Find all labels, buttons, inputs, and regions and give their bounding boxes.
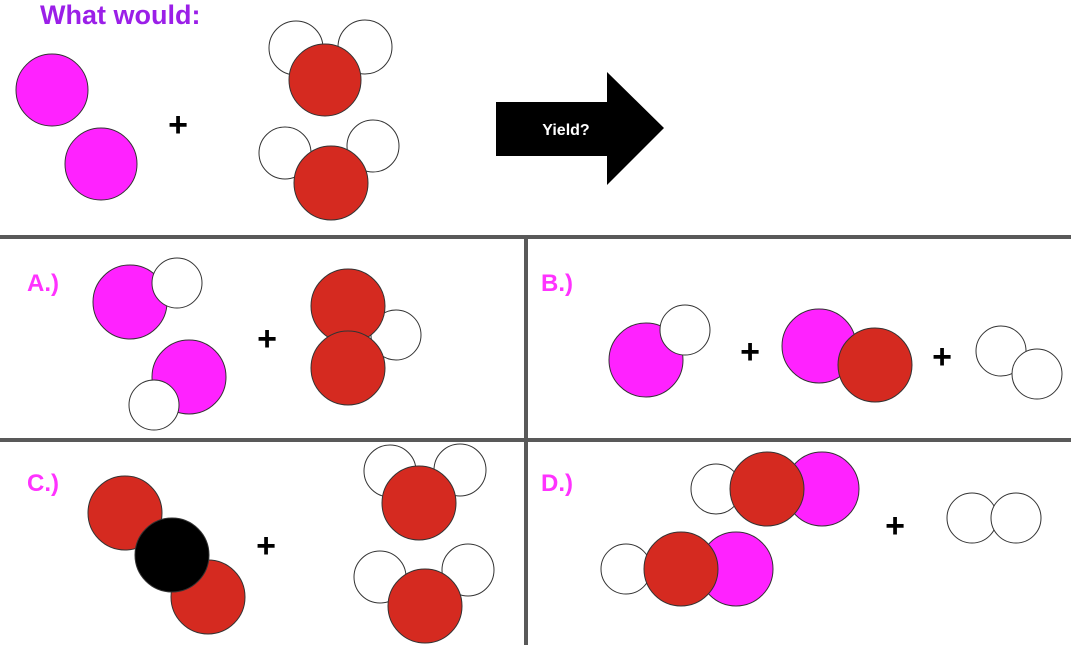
molecule (600, 531, 774, 607)
black-atom (134, 517, 210, 593)
molecule (946, 492, 1042, 544)
molecule (608, 304, 711, 398)
arrow-label: Yield? (542, 122, 589, 139)
yield-arrow: Yield? (496, 72, 664, 185)
molecule (310, 268, 422, 406)
red-atom (293, 145, 369, 221)
magenta-molecule (15, 53, 138, 201)
molecule (87, 475, 246, 635)
option-c-label: C.) (27, 470, 59, 497)
white-atom (990, 492, 1042, 544)
option-b-label: B.) (541, 270, 573, 297)
red-atom (387, 568, 463, 644)
white-atom (151, 257, 203, 309)
arrow-shape (496, 72, 664, 185)
red-atom (729, 451, 805, 527)
option-c-products (87, 443, 495, 644)
option-d-products (600, 451, 1042, 607)
red-atom (381, 465, 457, 541)
plus-sign: + (740, 333, 760, 371)
white-atom (1011, 348, 1063, 400)
plus-sign: + (257, 320, 277, 358)
plus-sign: + (885, 507, 905, 545)
option-b-products (608, 304, 1063, 403)
plus-sign: + (256, 527, 276, 565)
molecule (781, 308, 913, 403)
red-atom (288, 43, 362, 117)
molecule (128, 339, 227, 431)
option-a-products (92, 257, 422, 431)
white-atom (659, 304, 711, 356)
white-atom (346, 119, 400, 173)
magenta-atom (15, 53, 89, 127)
white-atom (946, 492, 998, 544)
magenta-atom (64, 127, 138, 201)
page-title: What would: (40, 0, 200, 30)
water-molecule (363, 443, 487, 541)
divider-lines (0, 235, 1071, 645)
plus-sign: + (932, 338, 952, 376)
water-molecule (353, 543, 495, 644)
red-atom (643, 531, 719, 607)
molecule (975, 325, 1063, 400)
red-atom (310, 330, 386, 406)
water-molecule (268, 19, 393, 117)
option-a-label: A.) (27, 270, 59, 297)
water-molecule (258, 119, 400, 221)
white-atom (441, 543, 495, 597)
molecule (690, 451, 860, 527)
reactants (15, 19, 400, 221)
option-d-label: D.) (541, 470, 573, 497)
plus-sign: + (168, 106, 188, 144)
molecule (92, 257, 203, 340)
white-atom (128, 379, 180, 431)
red-atom (837, 327, 913, 403)
